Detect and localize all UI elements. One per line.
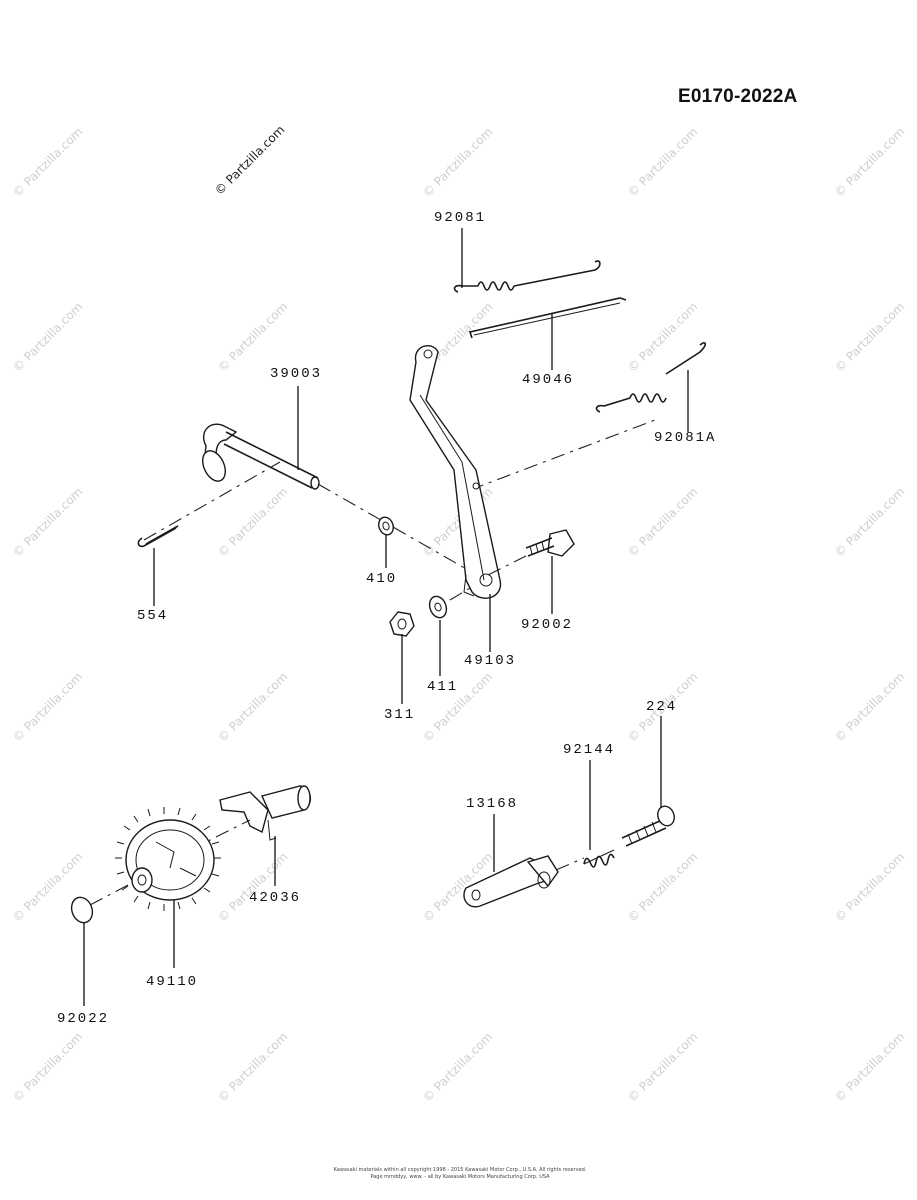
nut-311[interactable] [389,611,415,637]
pin-554[interactable] [137,525,179,548]
axis-line [487,555,527,576]
part-label[interactable]: 92081A [654,430,717,446]
washer-411[interactable] [427,594,450,620]
part-label[interactable]: 411 [427,679,459,695]
part-label[interactable]: 311 [384,707,416,723]
part-label[interactable]: 42036 [249,890,302,906]
part-label[interactable]: 554 [137,608,169,624]
bolt-92002[interactable] [525,529,575,557]
rod-49046[interactable] [468,297,627,339]
spring-92144[interactable] [583,849,615,868]
part-label[interactable]: 49110 [146,974,199,990]
washer-410[interactable] [376,515,395,537]
axis-line [143,461,281,541]
assembly-line [469,419,656,491]
diagram-code: E0170-2022A [678,86,798,107]
part-label[interactable]: 13168 [466,796,519,812]
collar-42036[interactable] [219,785,311,841]
spring-92081[interactable] [453,260,601,293]
part-label[interactable]: 92002 [521,617,574,633]
part-label[interactable]: 49103 [464,653,517,669]
spring-92081A[interactable] [595,342,707,413]
axis-line [89,883,131,906]
part-label[interactable]: 92022 [57,1011,110,1027]
shaft-39003[interactable] [198,423,320,490]
washer-92022[interactable] [68,894,96,925]
part-label[interactable]: 49046 [522,372,575,388]
part-label[interactable]: 224 [646,699,678,715]
lever-49103[interactable] [409,344,502,599]
screw-224[interactable] [621,804,677,847]
footer-copyright-line2: Page mmddyy, www. - all by Kawasaki Moto… [370,1174,550,1180]
footer-copyright: Kawasaki materials within all copyright … [333,1167,587,1173]
part-label[interactable]: 92144 [563,742,616,758]
leader-lines [83,228,689,1006]
axis-line [449,587,471,601]
part-label[interactable]: 410 [366,571,398,587]
part-label[interactable]: 92081 [434,210,487,226]
part-label[interactable]: 39003 [270,366,323,382]
bracket-13168[interactable] [463,855,559,908]
gear-49110[interactable] [115,807,221,911]
axis-line [555,857,585,871]
